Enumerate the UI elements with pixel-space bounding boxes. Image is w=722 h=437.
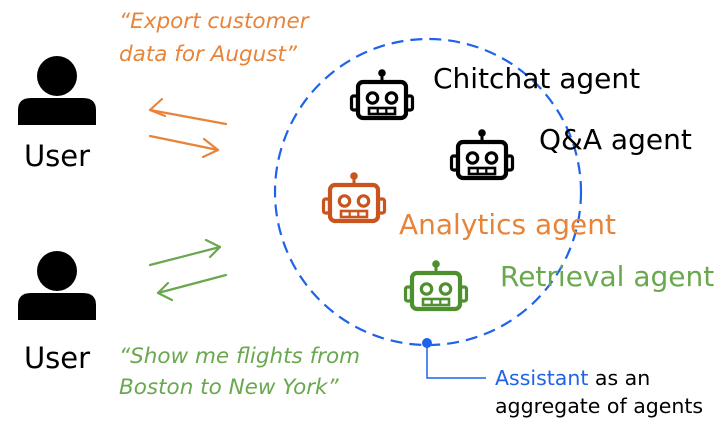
agent-label-retrieval: Retrieval agent (500, 260, 714, 293)
request-quote-top: “Export customer data for August” (119, 9, 315, 67)
assistant-callout-line (426, 343, 486, 379)
robot-icon (352, 69, 413, 118)
request-quote-bottom: “Show me flights from Boston to New York… (119, 344, 367, 400)
assistant-boundary-circle (273, 37, 583, 347)
agent-label-chitchat: Chitchat agent (433, 62, 640, 95)
request-arrows-orange (148, 97, 228, 159)
agent-label-analytics: Analytics agent (399, 208, 616, 241)
agent-label-qa: Q&A agent (539, 123, 692, 156)
robot-icon (406, 260, 467, 309)
request-arrows-green (148, 238, 228, 302)
assistant-caption: Assistant as an aggregate of agents (495, 366, 703, 418)
user-icon (18, 251, 96, 320)
user-icon (18, 56, 96, 125)
robot-icon (452, 129, 513, 178)
user-label: User (24, 341, 90, 375)
user-label: User (24, 139, 90, 173)
robot-icon (324, 172, 385, 221)
